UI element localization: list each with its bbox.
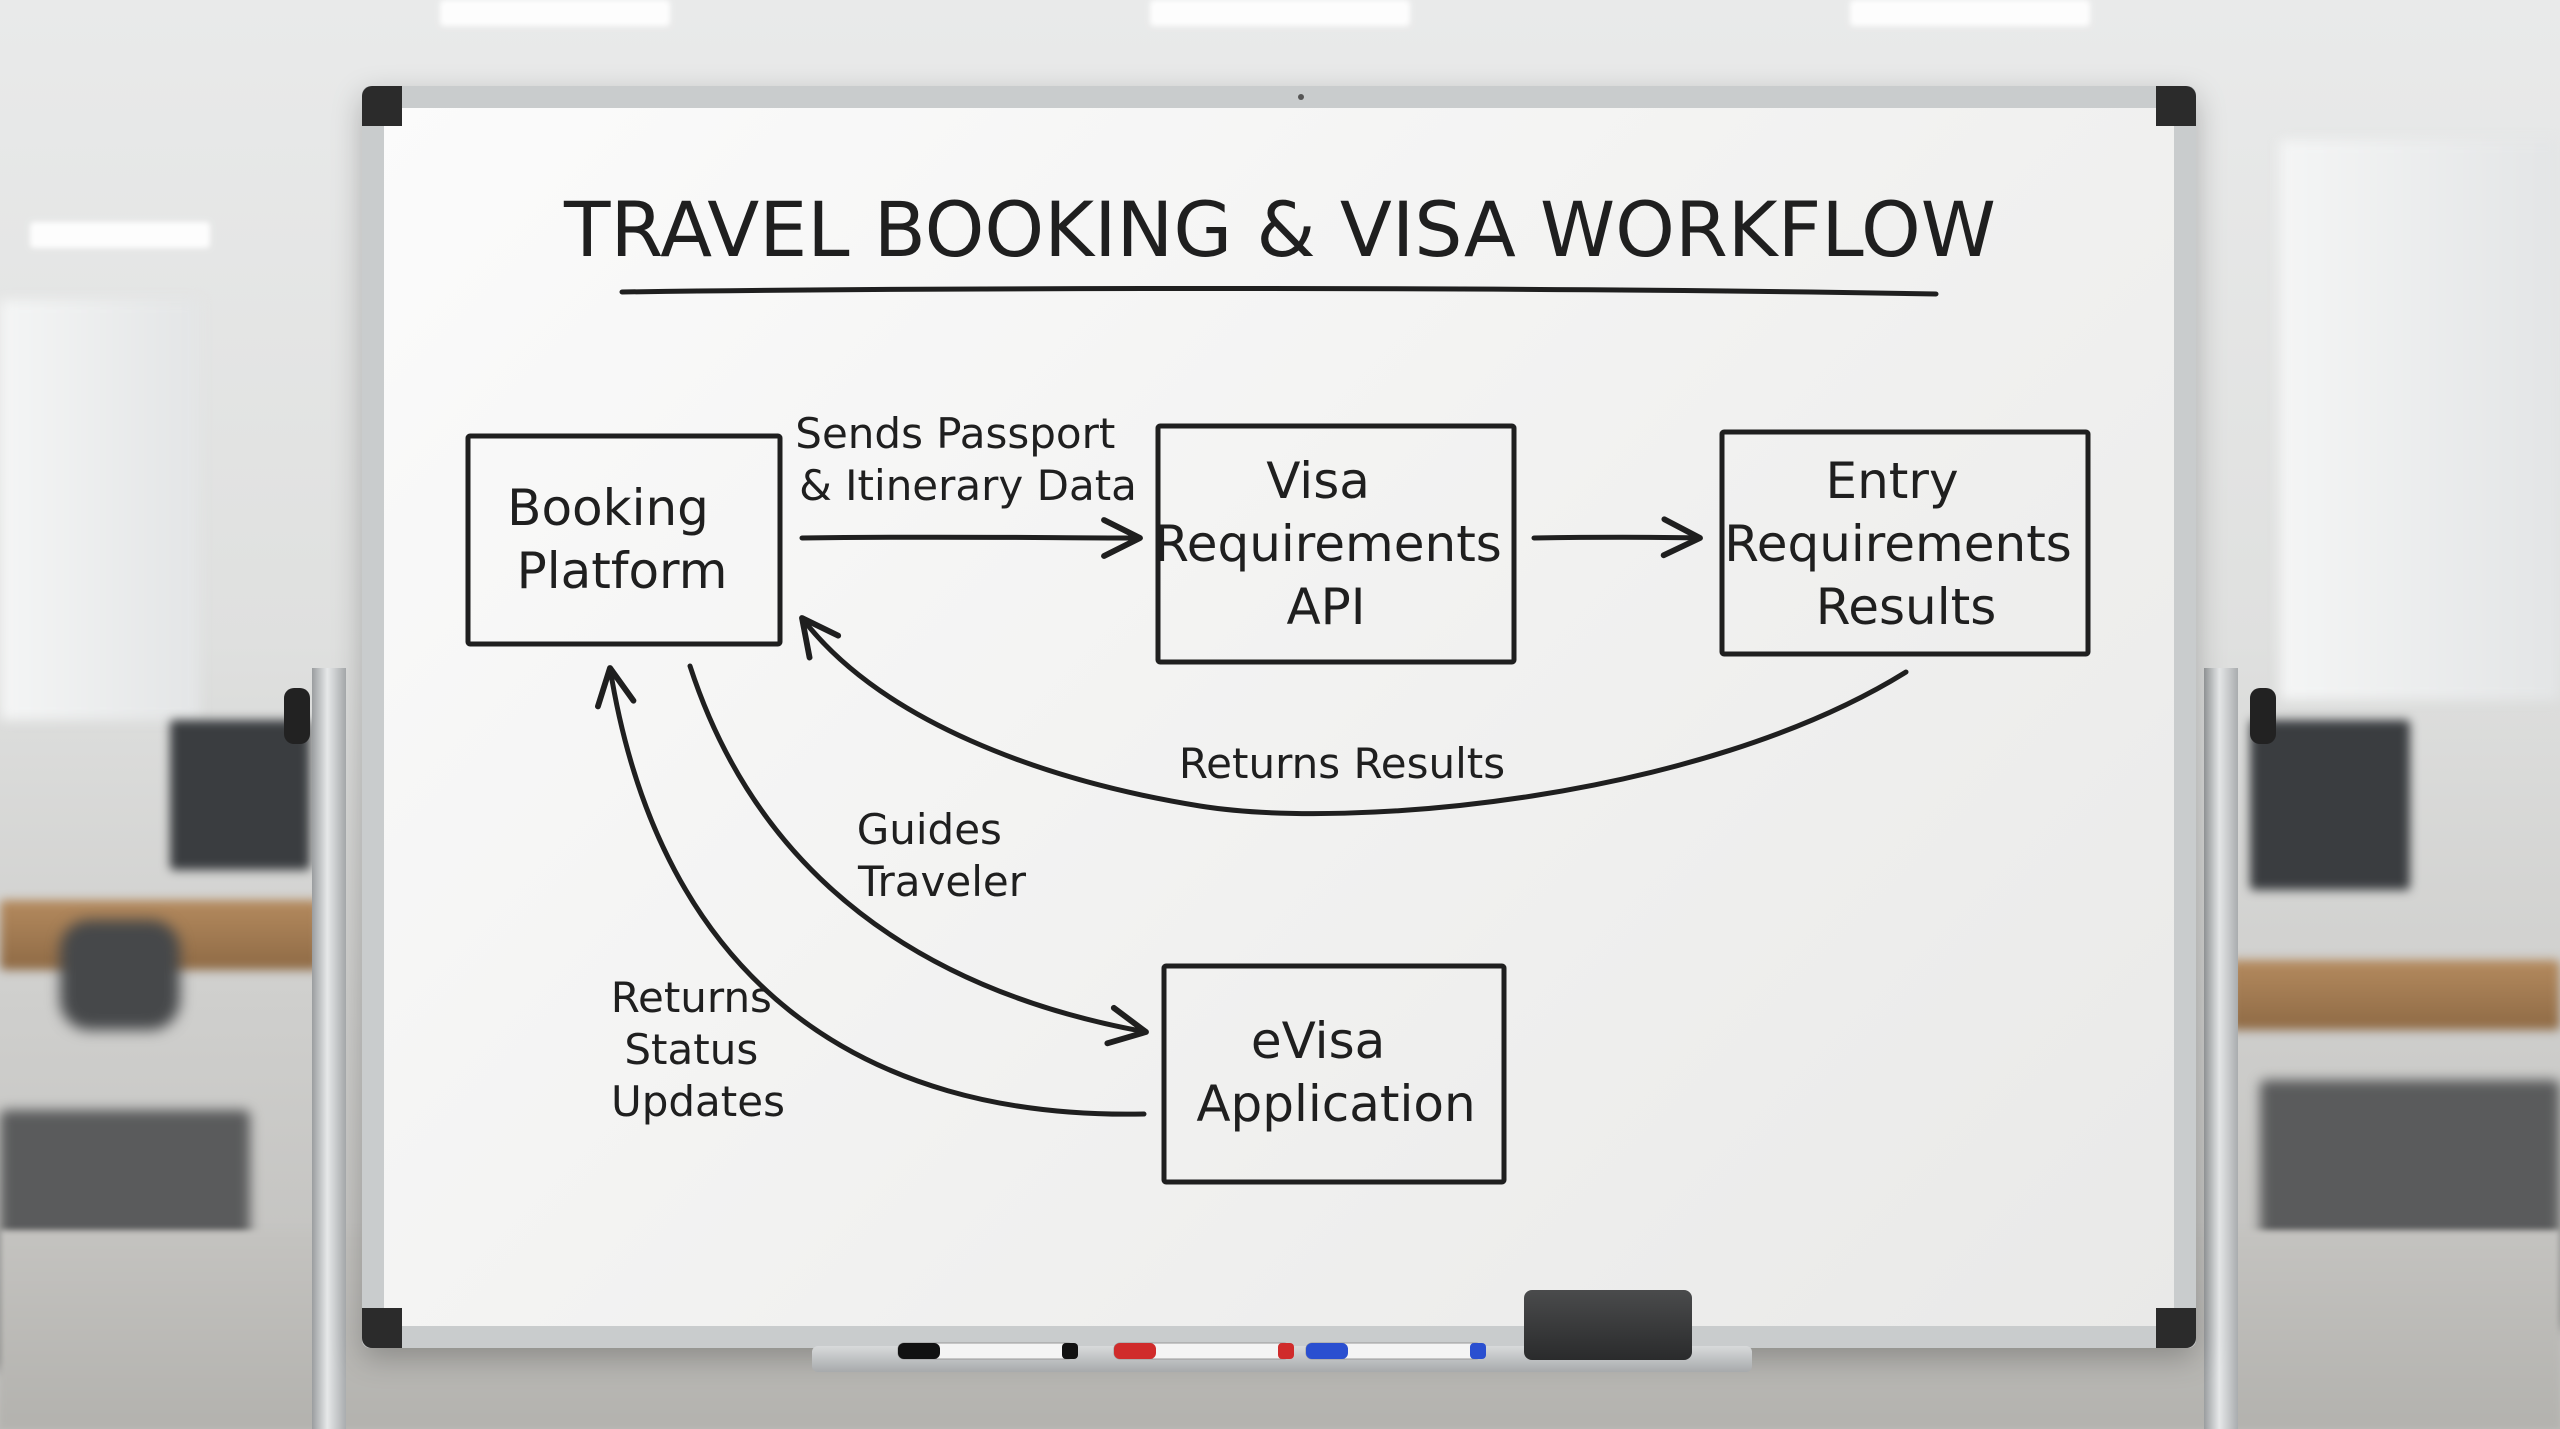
whiteboard-eraser (1524, 1290, 1692, 1360)
edge-booking-to-visa-api (802, 537, 1140, 538)
node-booking-platform (468, 436, 780, 644)
edge-visa-api-to-entry (1534, 537, 1700, 538)
marker-black (898, 1343, 1078, 1359)
edge-label: Sends Passport & Itinerary Data (795, 409, 1137, 510)
node-label: eVisa Application (1196, 1012, 1475, 1133)
marker-red (1114, 1343, 1294, 1359)
title-underline (622, 289, 1936, 295)
node-label: Entry Requirements Results (1724, 452, 2088, 636)
node-evisa-application (1164, 966, 1504, 1182)
edge-label: Returns Results (1179, 739, 1505, 788)
diagram-title: TRAVEL BOOKING & VISA WORKFLOW (563, 185, 1996, 274)
edge-label: Guides Traveler (857, 805, 1027, 906)
node-label: Booking Platform (507, 479, 727, 600)
edge-label: Returns Status Updates (611, 973, 786, 1126)
node-label: Visa Requirements API (1154, 452, 1518, 636)
marker-blue (1306, 1343, 1486, 1359)
